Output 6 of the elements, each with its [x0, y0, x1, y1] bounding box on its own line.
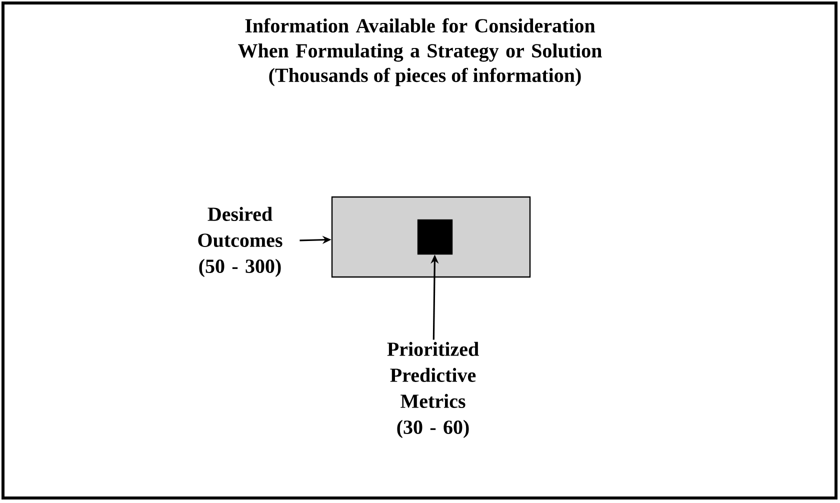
label-text: Prioritized Predictive Metrics (30 - 60): [387, 342, 479, 438]
subtitle: (Thousands of pieces of information): [269, 68, 581, 86]
label-text: Desired Outcomes (50 - 300): [198, 206, 282, 278]
filled-square: [417, 219, 453, 255]
shaded-rectangle: [331, 196, 531, 278]
title: Information Available for Consideration When Formulating a Strategy or Solution: [238, 18, 602, 62]
